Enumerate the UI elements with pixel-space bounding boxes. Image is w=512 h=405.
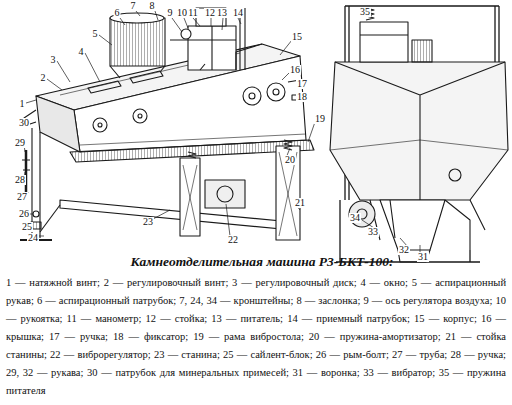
parts-list-caption: 1 — натяжной винт; 2 — регулировочный ви… <box>6 274 506 400</box>
callout-number: 26 <box>18 209 30 219</box>
callout-number: 22 <box>227 235 239 245</box>
callout-number: 28 <box>14 175 26 185</box>
callout-number: 35 <box>359 7 371 17</box>
callout-number: 12 <box>204 8 216 18</box>
callout-number: 11 <box>187 8 199 18</box>
callout-number: 33 <box>367 227 379 237</box>
callout-number: 6 <box>114 8 121 18</box>
callout-number: 16 <box>289 65 301 75</box>
callout-number: 8 <box>149 1 156 11</box>
callout-number: 27 <box>16 192 28 202</box>
callout-number: 5 <box>92 29 99 39</box>
callout-number: 23 <box>142 217 154 227</box>
callout-number: 31 <box>417 252 429 262</box>
callout-number: 34 <box>349 213 361 223</box>
callout-number: 21 <box>294 198 306 208</box>
callout-number: 30 <box>18 118 30 128</box>
figure-title: Камнеотделительная машина Р3-БКТ-100: <box>130 254 393 270</box>
callout-number: 4 <box>78 47 85 57</box>
callout-number: 1 <box>19 99 26 109</box>
callout-number: 17 <box>296 79 308 89</box>
callout-number: 29 <box>14 138 26 148</box>
callout-number: 24 <box>27 233 39 243</box>
callout-number: 32 <box>398 245 410 255</box>
callout-number: 20 <box>284 155 296 165</box>
callout-number: 3 <box>50 55 57 65</box>
callout-number: 14 <box>232 8 244 18</box>
callout-number: 25 <box>21 222 33 232</box>
callout-number: 15 <box>291 32 303 42</box>
callout-number: 13 <box>216 8 228 18</box>
callout-number: 9 <box>167 8 174 18</box>
callout-number: 7 <box>130 1 137 11</box>
callout-number: 19 <box>314 114 326 124</box>
callout-number: 2 <box>40 73 47 83</box>
callout-number: 18 <box>296 92 308 102</box>
